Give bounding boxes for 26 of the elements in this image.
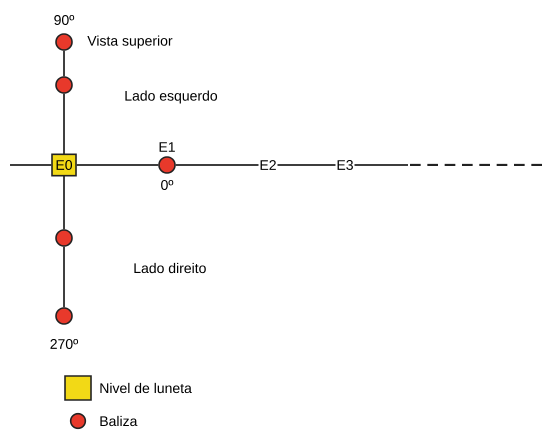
connector-line: [63, 246, 65, 308]
connector-line: [354, 164, 408, 166]
marker-dot: [55, 229, 73, 247]
level-box: E0: [51, 154, 77, 176]
connector-line: [63, 94, 65, 154]
marker-dot: [158, 156, 176, 174]
angle-label: 270º: [50, 339, 78, 349]
marker-dot: [55, 33, 73, 51]
legend-label: Baliza: [100, 416, 138, 426]
angle-label: 0º: [161, 180, 174, 190]
connector-line: [10, 164, 52, 166]
angle-label: 90º: [54, 15, 74, 25]
view-label: Vista superior: [87, 35, 172, 49]
station-label: E2: [258, 159, 278, 171]
connector-line: [63, 176, 65, 230]
station-label: E1: [160, 142, 175, 152]
legend-label: Nivel de luneta: [100, 382, 192, 394]
connector-line: [76, 164, 158, 166]
connector-line: [63, 50, 65, 76]
marker-dot: [55, 76, 73, 94]
station-label: E3: [336, 159, 354, 171]
marker-dot: [55, 307, 73, 325]
connector-line: [176, 164, 258, 166]
side-label: Lado direito: [134, 262, 206, 274]
side-label: Lado esquerdo: [125, 90, 218, 104]
connector-line: [278, 164, 336, 166]
